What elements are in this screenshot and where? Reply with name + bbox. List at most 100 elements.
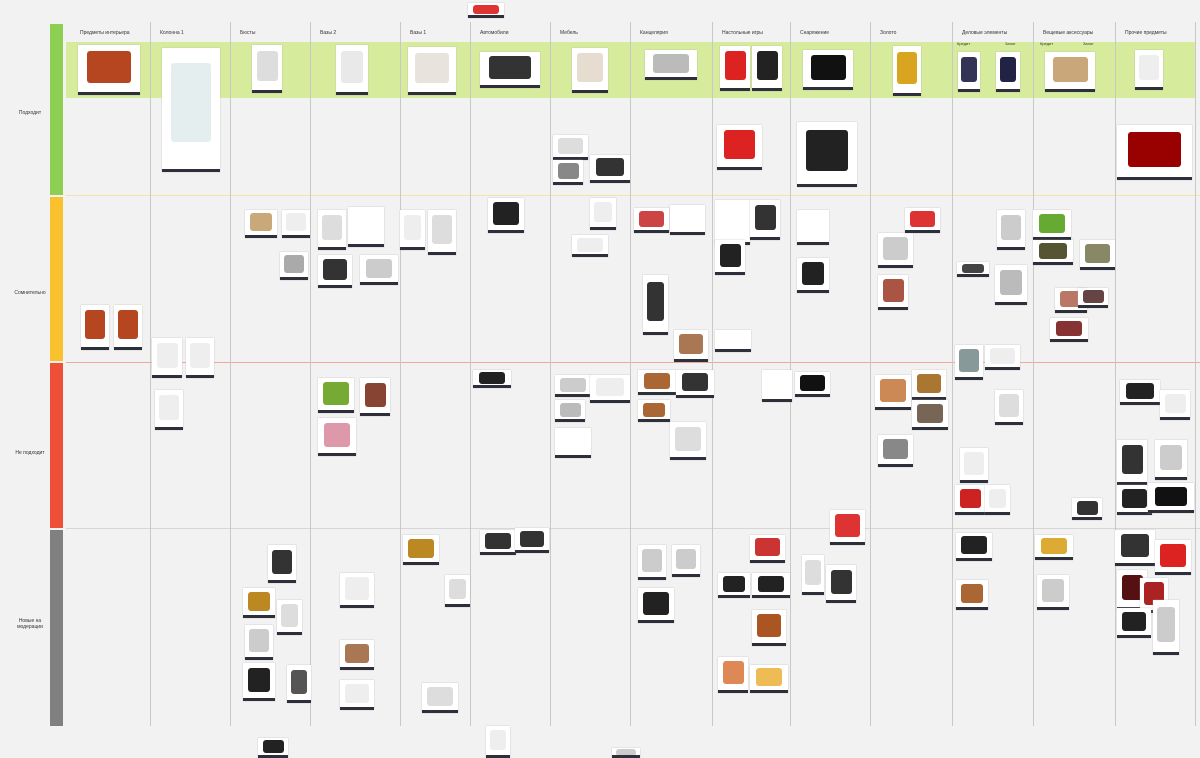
image-card[interactable] <box>78 45 140 95</box>
image-card[interactable] <box>643 275 668 335</box>
image-card[interactable] <box>1080 240 1115 270</box>
image-card[interactable] <box>1117 485 1152 515</box>
image-card[interactable] <box>245 210 277 238</box>
image-card[interactable] <box>280 252 308 280</box>
image-card[interactable] <box>1033 210 1071 240</box>
image-card[interactable] <box>638 545 666 580</box>
image-card[interactable] <box>718 573 750 598</box>
image-card[interactable] <box>243 663 275 701</box>
image-card[interactable] <box>803 50 853 90</box>
image-card[interactable] <box>1135 50 1163 90</box>
image-card[interactable] <box>795 372 830 397</box>
image-card[interactable] <box>1072 498 1102 520</box>
image-card[interactable] <box>1033 240 1073 265</box>
image-card[interactable] <box>81 305 109 350</box>
image-card[interactable] <box>634 208 669 233</box>
image-card[interactable] <box>572 48 608 93</box>
image-card[interactable] <box>997 210 1025 250</box>
image-card[interactable] <box>797 122 857 187</box>
image-card[interactable] <box>715 240 745 275</box>
image-card[interactable] <box>720 46 750 91</box>
image-card[interactable] <box>1035 535 1073 560</box>
image-card[interactable] <box>155 390 183 430</box>
image-card[interactable] <box>486 726 510 758</box>
image-card[interactable] <box>750 665 788 693</box>
image-card[interactable] <box>277 600 302 635</box>
image-card[interactable] <box>245 625 273 660</box>
image-card[interactable] <box>287 665 311 703</box>
image-card[interactable] <box>995 390 1023 425</box>
image-card[interactable] <box>750 535 785 563</box>
image-card[interactable] <box>318 378 354 413</box>
image-card[interactable] <box>676 370 714 398</box>
image-card[interactable] <box>1117 440 1147 485</box>
image-card[interactable] <box>797 210 829 245</box>
image-card[interactable] <box>152 338 182 378</box>
image-card[interactable] <box>590 375 630 403</box>
image-card[interactable] <box>1155 540 1191 575</box>
image-card[interactable] <box>162 48 220 172</box>
image-card[interactable] <box>717 125 762 170</box>
image-card[interactable] <box>912 370 946 400</box>
image-card[interactable] <box>715 330 751 352</box>
image-card[interactable] <box>638 370 676 395</box>
image-card[interactable] <box>480 530 516 555</box>
image-card[interactable] <box>408 47 456 95</box>
image-card[interactable] <box>905 208 940 233</box>
image-card[interactable] <box>956 580 988 610</box>
image-card[interactable] <box>752 573 790 598</box>
image-card[interactable] <box>752 46 782 91</box>
image-card[interactable] <box>1055 288 1087 313</box>
image-card[interactable] <box>282 210 310 238</box>
image-card[interactable] <box>638 588 674 623</box>
image-card[interactable] <box>468 3 504 18</box>
image-card[interactable] <box>1160 390 1190 420</box>
image-card[interactable] <box>672 545 700 577</box>
image-card[interactable] <box>878 275 908 310</box>
image-card[interactable] <box>985 345 1020 370</box>
image-card[interactable] <box>555 428 591 458</box>
image-card[interactable] <box>340 680 374 710</box>
image-card[interactable] <box>1078 288 1108 308</box>
image-card[interactable] <box>428 210 456 255</box>
image-card[interactable] <box>258 738 288 758</box>
image-card[interactable] <box>422 683 458 713</box>
image-card[interactable] <box>1045 52 1095 92</box>
image-card[interactable] <box>674 330 708 362</box>
image-card[interactable] <box>1148 483 1194 513</box>
image-card[interactable] <box>960 448 988 483</box>
image-card[interactable] <box>1155 440 1187 480</box>
image-card[interactable] <box>186 338 214 378</box>
image-card[interactable] <box>360 255 398 285</box>
image-card[interactable] <box>957 262 989 277</box>
image-card[interactable] <box>1115 530 1155 566</box>
image-card[interactable] <box>878 435 913 467</box>
image-card[interactable] <box>1153 600 1179 655</box>
image-card[interactable] <box>802 555 824 595</box>
image-card[interactable] <box>515 528 549 553</box>
image-card[interactable] <box>553 135 588 160</box>
image-card[interactable] <box>336 45 368 95</box>
image-card[interactable] <box>318 418 356 456</box>
image-card[interactable] <box>1037 575 1069 610</box>
image-card[interactable] <box>612 748 640 758</box>
image-card[interactable] <box>638 400 670 422</box>
image-card[interactable] <box>996 52 1020 92</box>
image-card[interactable] <box>480 52 540 88</box>
image-card[interactable] <box>553 160 583 185</box>
image-card[interactable] <box>340 573 374 608</box>
image-card[interactable] <box>572 235 608 257</box>
image-card[interactable] <box>243 588 275 618</box>
image-card[interactable] <box>875 375 911 410</box>
image-card[interactable] <box>473 370 511 388</box>
image-card[interactable] <box>670 205 705 235</box>
image-card[interactable] <box>1117 608 1151 638</box>
image-card[interactable] <box>114 305 142 350</box>
image-card[interactable] <box>912 400 948 430</box>
image-card[interactable] <box>995 265 1027 305</box>
image-card[interactable] <box>645 50 697 80</box>
image-card[interactable] <box>956 533 992 561</box>
image-card[interactable] <box>348 207 384 247</box>
image-card[interactable] <box>488 198 524 233</box>
image-card[interactable] <box>797 258 829 293</box>
